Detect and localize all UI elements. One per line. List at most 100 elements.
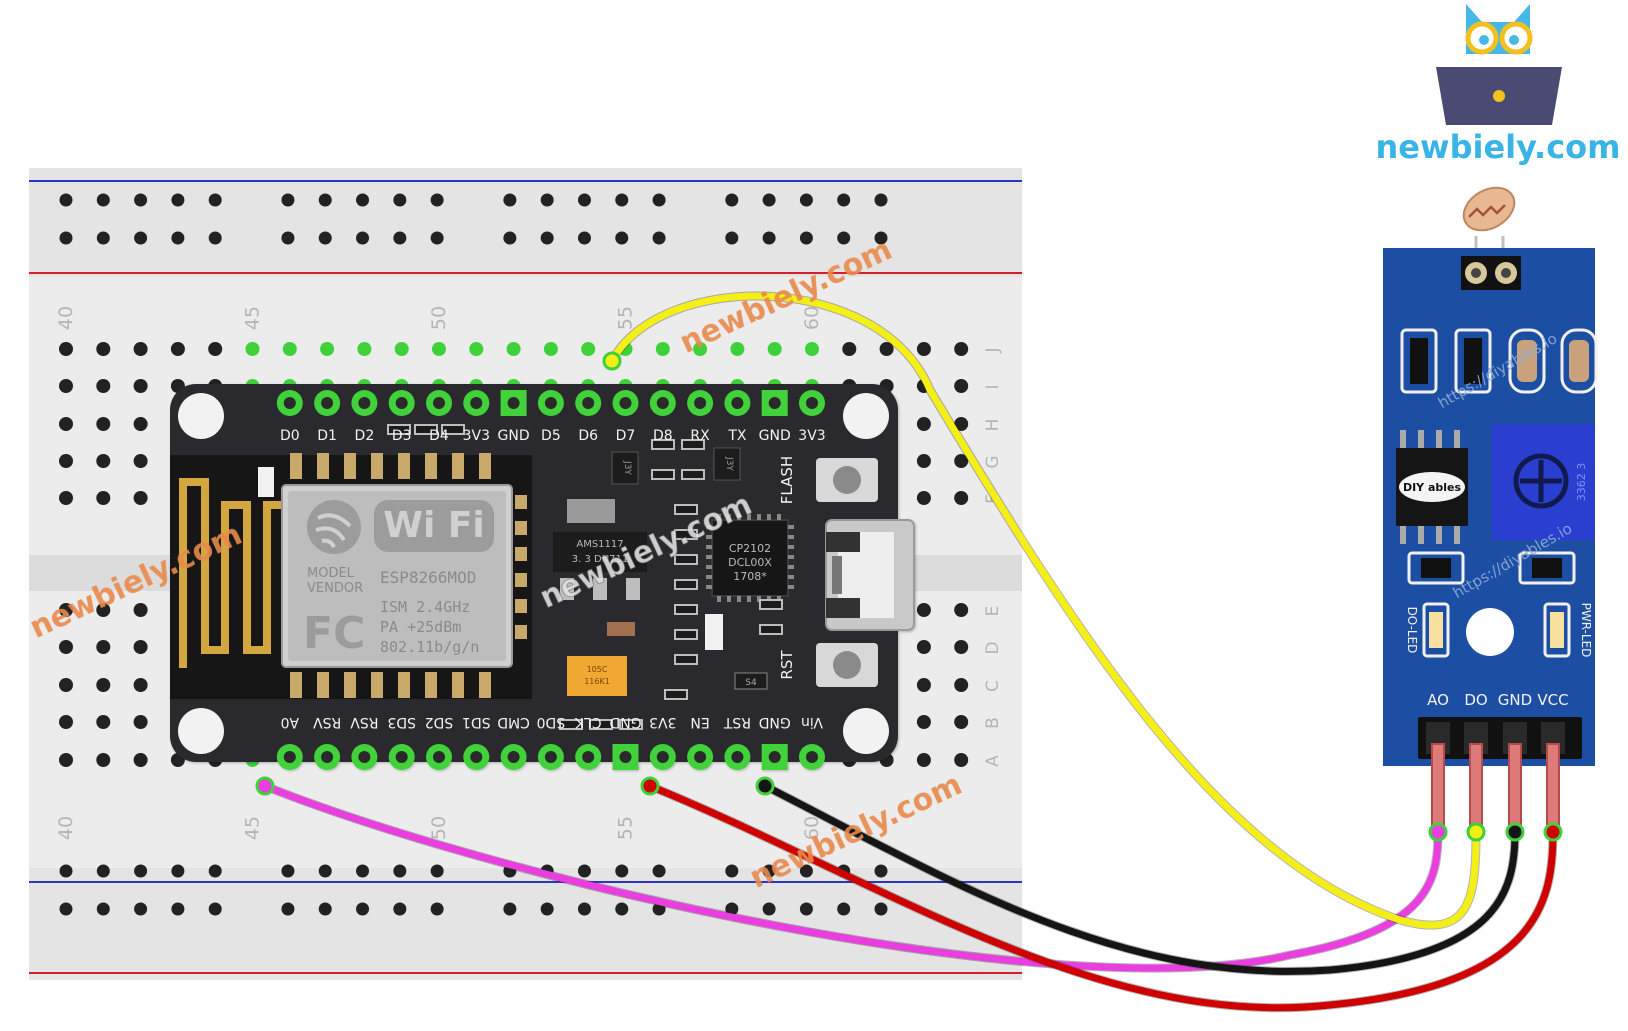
flash-button-cap[interactable]	[833, 466, 861, 494]
rail-hole[interactable]	[393, 902, 407, 916]
rail-hole[interactable]	[652, 231, 666, 245]
breadboard-hole[interactable]	[916, 454, 931, 468]
breadboard-hole[interactable]	[133, 379, 148, 393]
rail-hole[interactable]	[393, 193, 407, 207]
rail-hole[interactable]	[725, 231, 739, 245]
rail-hole[interactable]	[430, 231, 444, 245]
breadboard-hole[interactable]	[133, 491, 148, 505]
rail-hole[interactable]	[725, 902, 739, 916]
breadboard-hole[interactable]	[96, 342, 111, 356]
rail-hole[interactable]	[59, 864, 73, 878]
breadboard-hole-connected[interactable]	[432, 342, 446, 356]
breadboard-hole[interactable]	[954, 678, 969, 692]
breadboard-hole-connected[interactable]	[767, 342, 782, 356]
rail-hole[interactable]	[59, 231, 73, 245]
breadboard-hole[interactable]	[916, 417, 931, 431]
breadboard-hole-connected[interactable]	[469, 342, 484, 356]
breadboard-hole-connected[interactable]	[693, 342, 708, 356]
breadboard-hole[interactable]	[59, 379, 73, 393]
breadboard-hole[interactable]	[208, 342, 223, 356]
breadboard-hole[interactable]	[954, 715, 969, 729]
rail-hole[interactable]	[59, 193, 73, 207]
sensor-wire-endpoint[interactable]	[1428, 822, 1448, 842]
rail-hole[interactable]	[281, 231, 295, 245]
rail-hole[interactable]	[281, 902, 295, 916]
breadboard-hole[interactable]	[133, 678, 148, 692]
brand-name[interactable]: newbiely.com	[1376, 128, 1621, 166]
rail-hole[interactable]	[540, 902, 554, 916]
breadboard-hole[interactable]	[133, 342, 148, 356]
breadboard-hole[interactable]	[170, 342, 185, 356]
rail-hole[interactable]	[171, 231, 185, 245]
breadboard-hole[interactable]	[954, 491, 969, 505]
reset-button-cap[interactable]	[833, 651, 861, 679]
breadboard-hole[interactable]	[916, 342, 931, 356]
rail-hole[interactable]	[134, 193, 148, 207]
rail-hole[interactable]	[762, 864, 776, 878]
breadboard-hole-connected[interactable]	[245, 342, 260, 356]
breadboard-hole[interactable]	[133, 640, 148, 654]
rail-hole[interactable]	[134, 864, 148, 878]
rail-hole[interactable]	[725, 193, 739, 207]
rail-hole[interactable]	[356, 193, 370, 207]
rail-hole[interactable]	[799, 902, 813, 916]
rail-hole[interactable]	[318, 864, 332, 878]
breadboard-hole[interactable]	[954, 417, 969, 431]
rail-hole[interactable]	[874, 231, 888, 245]
breadboard-hole[interactable]	[954, 379, 969, 393]
rail-hole[interactable]	[762, 902, 776, 916]
breadboard-hole[interactable]	[59, 603, 73, 617]
breadboard-hole-connected[interactable]	[394, 342, 409, 356]
rail-hole[interactable]	[837, 231, 851, 245]
breadboard-hole-connected[interactable]	[730, 342, 745, 356]
rail-hole[interactable]	[134, 231, 148, 245]
rail-hole[interactable]	[874, 864, 888, 878]
rail-hole[interactable]	[171, 193, 185, 207]
rail-hole[interactable]	[799, 864, 813, 878]
rail-hole[interactable]	[725, 864, 739, 878]
potentiometer-knob-icon[interactable]	[1513, 453, 1569, 509]
rail-hole[interactable]	[171, 864, 185, 878]
rail-hole[interactable]	[577, 193, 591, 207]
yellow-wire[interactable]	[608, 292, 1480, 929]
breadboard-hole[interactable]	[954, 454, 969, 468]
breadboard-hole[interactable]	[96, 454, 111, 468]
rail-hole[interactable]	[540, 231, 554, 245]
rail-hole[interactable]	[762, 193, 776, 207]
wire-endpoint[interactable]	[755, 776, 775, 796]
rail-hole[interactable]	[356, 864, 370, 878]
breadboard-hole[interactable]	[133, 417, 148, 431]
rail-hole[interactable]	[577, 231, 591, 245]
rail-hole[interactable]	[799, 231, 813, 245]
rail-hole[interactable]	[281, 193, 295, 207]
rail-hole[interactable]	[96, 864, 110, 878]
breadboard-hole[interactable]	[59, 715, 73, 729]
rail-hole[interactable]	[615, 193, 629, 207]
rail-hole[interactable]	[393, 864, 407, 878]
wire-endpoint[interactable]	[602, 351, 622, 371]
rail-hole[interactable]	[356, 231, 370, 245]
rail-hole[interactable]	[281, 864, 295, 878]
rail-hole[interactable]	[208, 902, 222, 916]
rail-hole[interactable]	[208, 193, 222, 207]
breadboard-hole[interactable]	[916, 753, 931, 767]
rail-hole[interactable]	[577, 902, 591, 916]
breadboard-hole-connected[interactable]	[655, 342, 670, 356]
rail-hole[interactable]	[356, 902, 370, 916]
rail-hole[interactable]	[208, 231, 222, 245]
rail-hole[interactable]	[430, 864, 444, 878]
rail-hole[interactable]	[134, 902, 148, 916]
breadboard-hole[interactable]	[842, 342, 857, 356]
breadboard-hole[interactable]	[916, 603, 931, 617]
breadboard-hole-connected[interactable]	[320, 342, 335, 356]
rail-hole[interactable]	[874, 193, 888, 207]
breadboard-hole[interactable]	[96, 491, 111, 505]
breadboard-hole[interactable]	[96, 753, 111, 767]
breadboard-hole[interactable]	[133, 753, 148, 767]
rail-hole[interactable]	[59, 902, 73, 916]
breadboard-hole[interactable]	[59, 640, 73, 654]
breadboard-hole[interactable]	[96, 603, 111, 617]
sensor-wire-endpoint[interactable]	[1505, 822, 1525, 842]
rail-hole[interactable]	[96, 193, 110, 207]
breadboard-hole[interactable]	[954, 753, 969, 767]
